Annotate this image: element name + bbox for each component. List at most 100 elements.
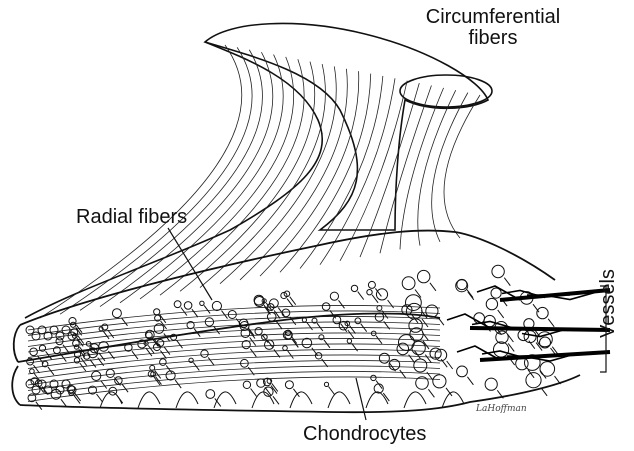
chondrocyte (242, 341, 250, 349)
chondrocyte-tail (90, 359, 96, 367)
artist-signature: LaHoffman (476, 404, 527, 414)
chondrocyte (106, 369, 114, 377)
chondrocyte (518, 330, 529, 341)
chondrocyte-cells (26, 265, 561, 409)
wedge-fiber (28, 355, 440, 380)
chondrocyte (285, 381, 293, 389)
chondrocyte-tail (504, 278, 510, 286)
chondrocyte-tail (468, 292, 474, 300)
chondrocyte-tail (292, 339, 298, 347)
chondrocyte-tail (122, 384, 128, 392)
chondrocyte (160, 359, 167, 366)
chondrocyte-tail (498, 310, 504, 318)
chondrocyte (377, 306, 382, 311)
chondrocyte (351, 285, 357, 291)
chondrocyte-tail (250, 349, 256, 357)
chondrocyte (418, 270, 430, 282)
chondrocyte (30, 369, 35, 374)
radial-leader (168, 228, 212, 300)
wedge-fiber (28, 311, 440, 336)
chondrocyte-tail (101, 381, 107, 389)
chondrocyte-tail (287, 351, 293, 359)
chondrocyte (494, 342, 509, 357)
chondrocyte (212, 301, 221, 310)
chondrocyte (282, 309, 290, 317)
chondrocyte (433, 375, 446, 388)
chondrocyte (402, 277, 415, 290)
radial-fiber-arc (290, 392, 312, 408)
circumferential-label-line2: fibers (393, 28, 593, 49)
chondrocyte (201, 350, 208, 357)
chondrocyte (267, 313, 276, 322)
chondrocyte (322, 303, 330, 311)
chondrocyte (371, 375, 376, 380)
chondrocyte (302, 318, 306, 322)
chondrocyte-tail (160, 351, 166, 359)
wedge-upper-outline (20, 231, 555, 325)
chondrocyte (324, 382, 328, 386)
chondrocyte-tail (358, 292, 364, 300)
chondrocyte-tail (276, 321, 282, 329)
radial-fiber-arc (176, 392, 198, 408)
chondrocyte-tail (467, 290, 473, 298)
chondrocyte (406, 295, 422, 311)
circumferential-fiber (160, 59, 304, 295)
chondrocyte (368, 281, 375, 288)
radial-fiber-arc (214, 392, 236, 408)
chondrocyte (154, 309, 160, 315)
chondrocyte-tail (164, 347, 170, 355)
chondrocyte (376, 289, 387, 300)
circumferential-fiber (260, 71, 359, 276)
chondrocyte (39, 345, 45, 351)
chondrocyte (537, 307, 548, 318)
chondrocyte (174, 301, 181, 308)
chondrocyte-tail (103, 331, 109, 339)
chondrocyte (426, 305, 438, 317)
chondrocyte (414, 359, 427, 372)
radial-fiber-arc (328, 392, 350, 408)
chondrocyte (184, 302, 192, 310)
chondrocyte-tail (248, 328, 254, 336)
chondrocyte-tail (422, 319, 428, 327)
chondrocyte-tail (99, 353, 105, 361)
chondrocyte (486, 298, 497, 309)
chondrocyte-tail (555, 376, 561, 384)
lobe-inner-edge (25, 42, 322, 318)
chondrocyte-tail (322, 359, 328, 367)
chondrocyte-tail (339, 300, 345, 308)
leader-lines (168, 228, 606, 420)
chondrocyte-tail (430, 283, 436, 291)
wedge-fiber (28, 316, 440, 341)
chondrocyte-tail (312, 348, 318, 356)
chondrocyte (347, 339, 351, 343)
chondrocyte-tail (307, 322, 313, 330)
chondrocyte-tail (372, 295, 378, 303)
chondrocyte-tail (63, 345, 69, 353)
chondrocyte-tail (428, 389, 434, 397)
circumferential-fibers-label: Circumferential fibers (393, 7, 593, 49)
chondrocyte-tail (192, 309, 198, 317)
tip-cell (44, 332, 52, 340)
tip-cell (62, 380, 70, 388)
chondrocyte-tail (533, 304, 539, 312)
wedge-inner-tip-upper (14, 325, 20, 362)
chondrocyte-tail (541, 388, 547, 396)
chondrocyte-tail (122, 318, 128, 326)
tip-cell (38, 326, 46, 334)
chondrocyte (379, 353, 389, 363)
chondrocyte-tail (352, 343, 358, 351)
chondrocyte-tail (208, 357, 214, 365)
chondrocyte (492, 265, 504, 277)
circumferential-fiber (300, 76, 383, 269)
chondrocyte-tail (317, 323, 323, 331)
chondrocyte-tail (46, 351, 52, 359)
chondrocyte-tail (438, 317, 444, 325)
chondrocyte-tail (97, 394, 103, 402)
chondrocyte (206, 390, 215, 399)
chondrocyte (485, 378, 497, 390)
chondrocyte (200, 301, 204, 305)
chondrocyte (399, 335, 415, 351)
chondrocyte (457, 366, 468, 377)
radial-fibers-label: Radial fibers (76, 207, 187, 228)
wedge-fiber (28, 349, 440, 374)
